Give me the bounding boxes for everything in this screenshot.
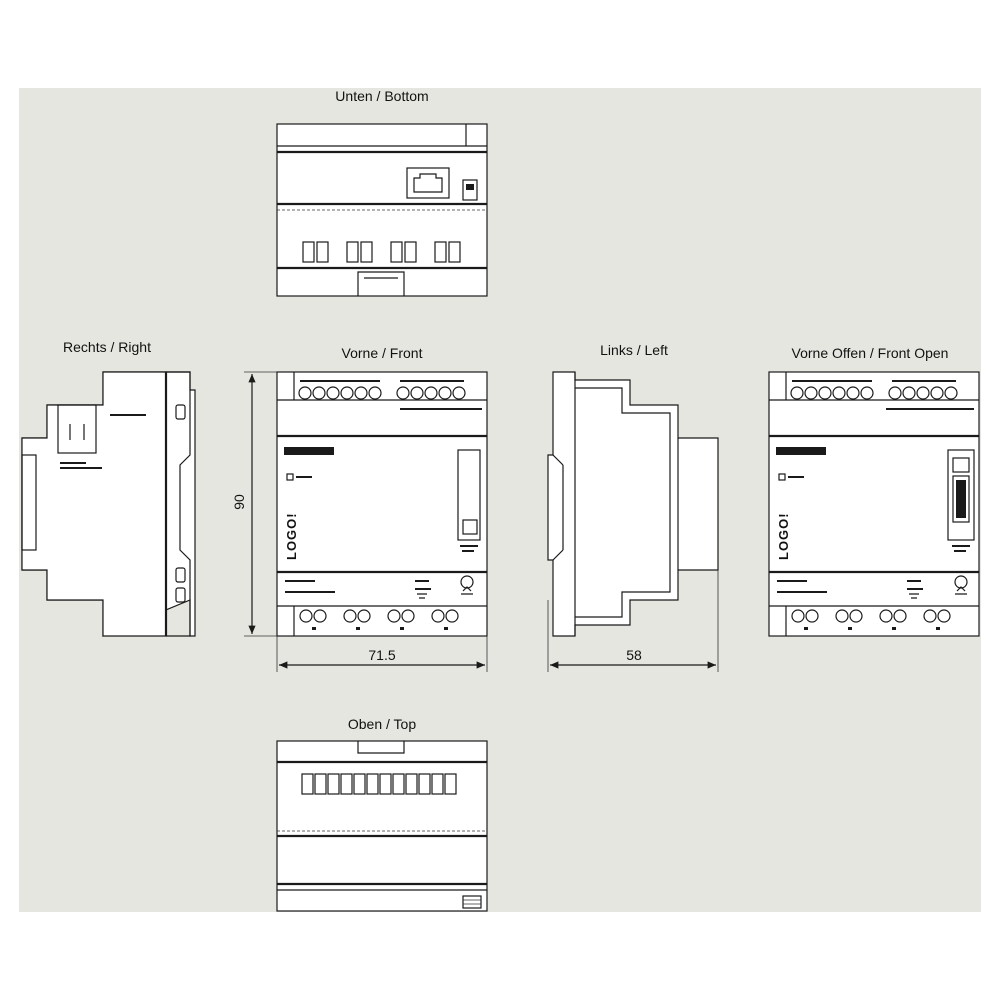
front-open-output-terminals [791,609,951,623]
label-bottom-view: Unten / Bottom [335,88,428,104]
front-output-terminals [299,609,459,623]
front-view: LOGO! [276,371,488,637]
label-left-view: Links / Left [600,342,668,358]
label-top-view: Oben / Top [348,716,416,732]
dimension-depth: 58 [547,570,719,672]
front-open-view: LOGO! [768,371,980,637]
dimension-width: 71.5 [276,636,488,672]
dimension-width-value: 71.5 [368,647,395,663]
front-open-input-terminals [790,386,958,400]
top-terminal-blocks [301,773,457,795]
dimension-height: 90 [231,371,277,637]
bottom-view [276,123,488,297]
front-logo: LOGO! [284,512,299,560]
front-open-logo: LOGO! [776,512,791,560]
label-right-view: Rechts / Right [63,339,151,355]
front-input-terminals [298,386,466,400]
right-view [21,371,196,637]
dimension-depth-value: 58 [626,647,642,663]
label-front-view: Vorne / Front [342,345,423,361]
label-front-open-view: Vorne Offen / Front Open [792,345,949,361]
dimension-height-value: 90 [231,494,247,510]
left-view [547,371,719,637]
bottom-terminal-blocks [302,241,461,263]
top-view [276,740,488,912]
